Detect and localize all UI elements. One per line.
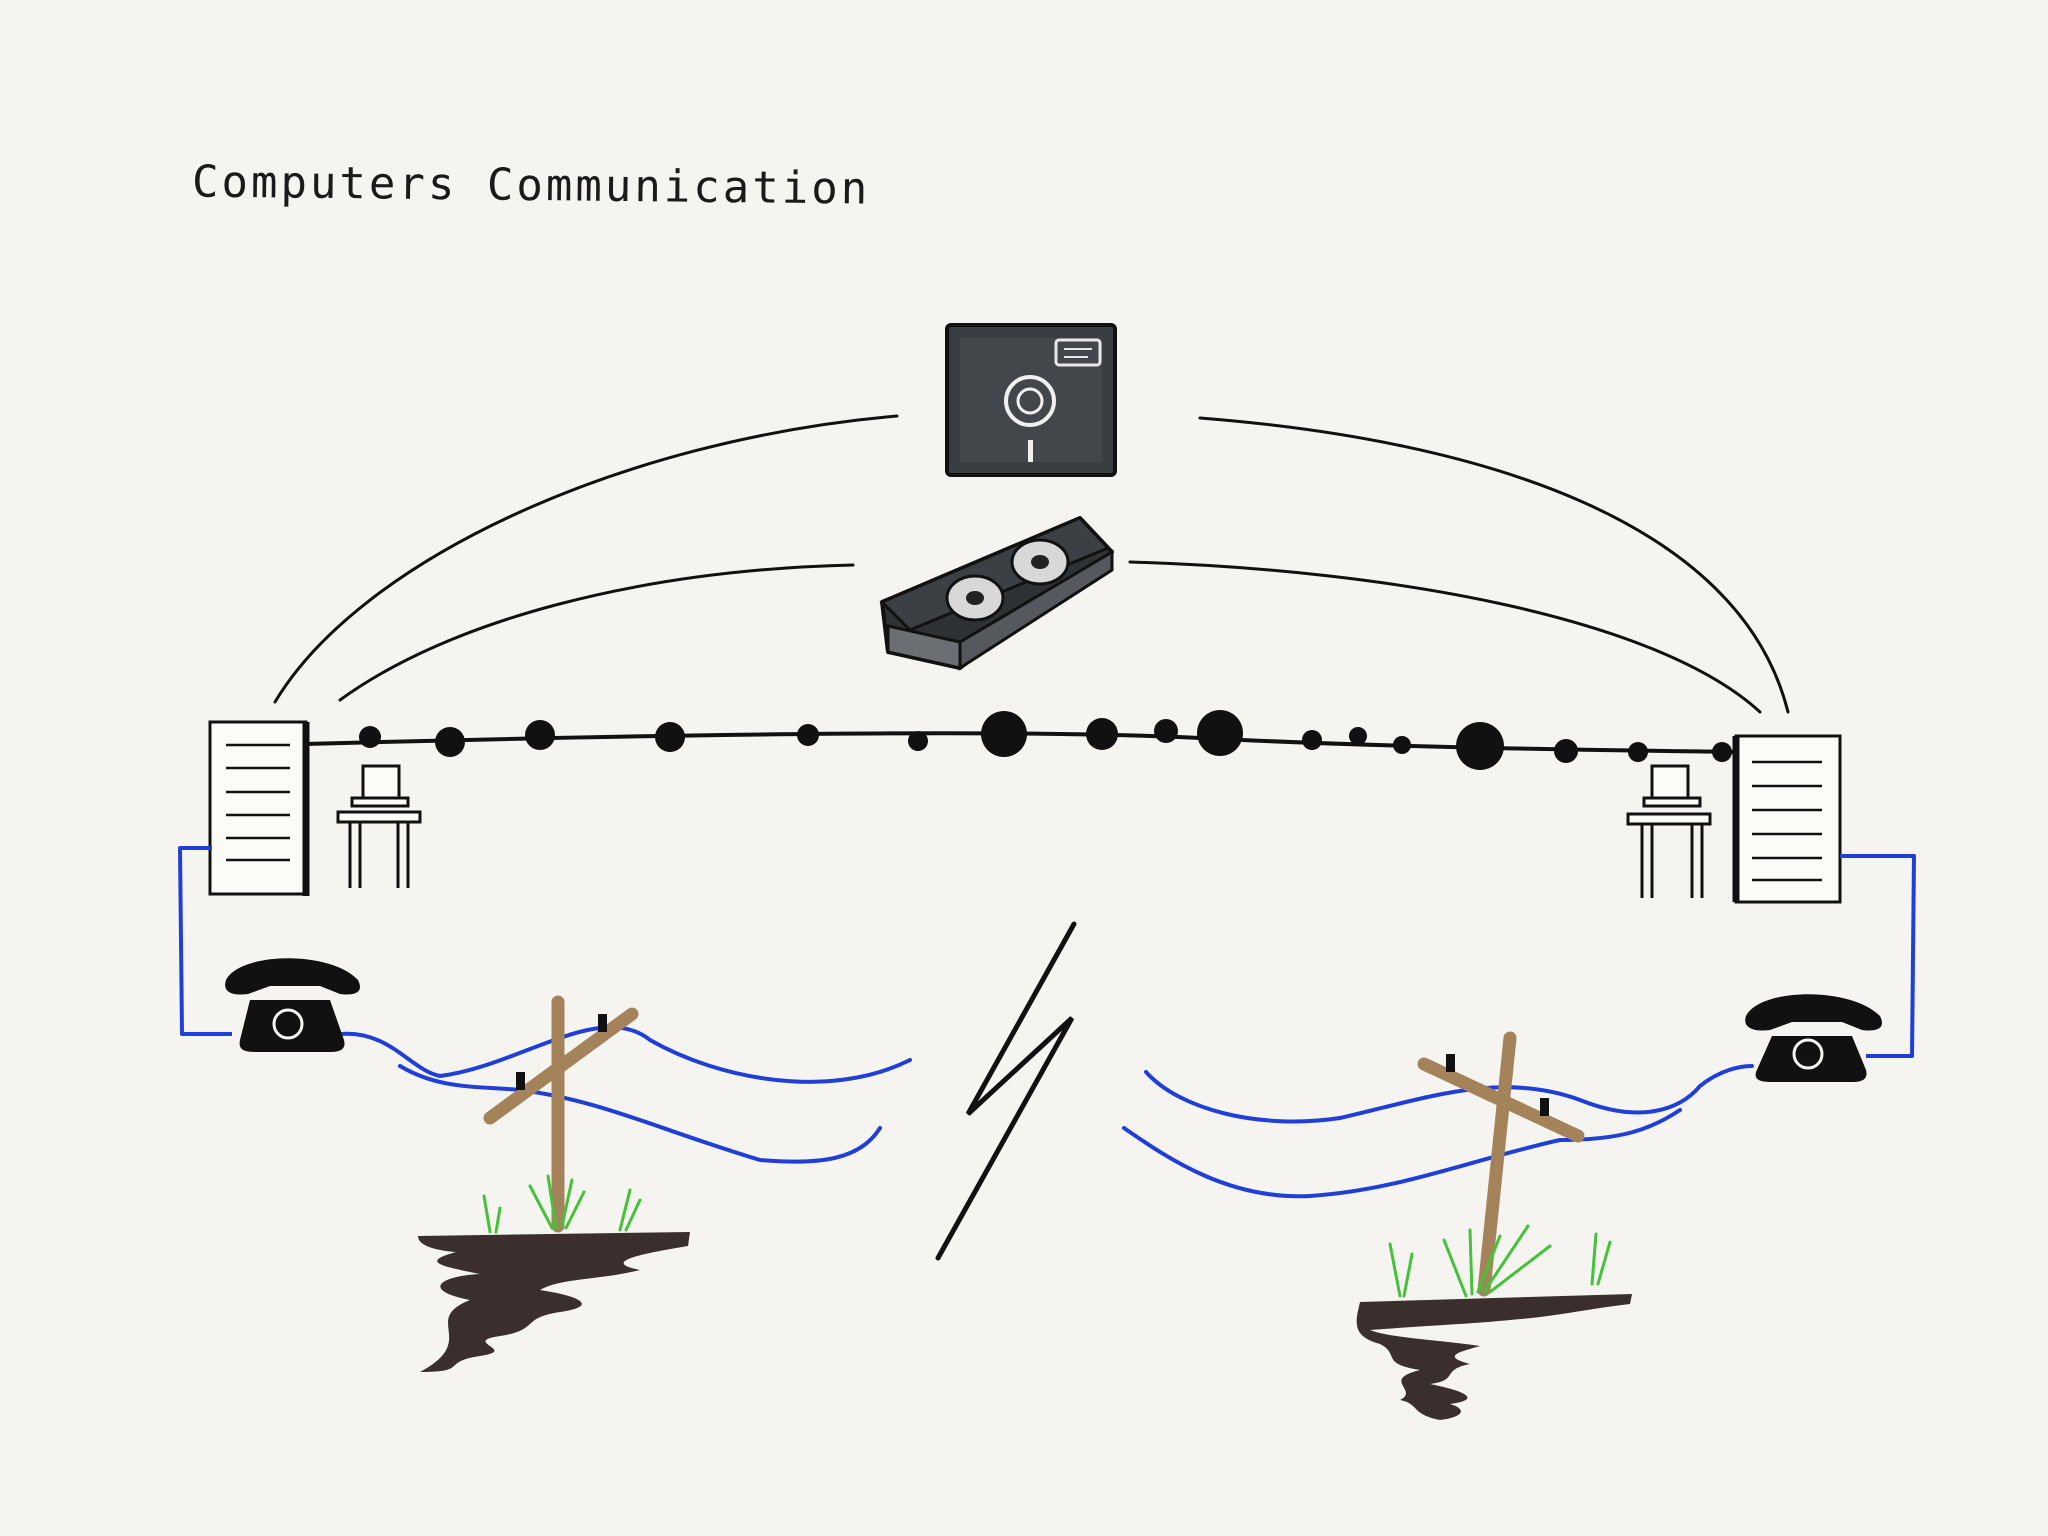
data-bit-bead bbox=[525, 720, 555, 750]
phone-cables bbox=[178, 846, 1916, 1058]
cable-right bbox=[1840, 854, 1916, 1058]
server-tower-right-icon bbox=[1732, 734, 1842, 904]
data-bit-bead bbox=[797, 724, 819, 746]
data-bit-bead bbox=[1349, 727, 1367, 745]
lightning-break-icon bbox=[935, 921, 1077, 1261]
wire-left-lower bbox=[398, 1064, 882, 1164]
data-bit-stream bbox=[304, 710, 1739, 770]
data-bit-bead bbox=[1554, 739, 1578, 763]
computer-desk-left-icon bbox=[336, 764, 422, 888]
data-bit-bead bbox=[908, 731, 928, 751]
rotary-telephone-right-icon bbox=[1745, 994, 1882, 1082]
wire-left-upper bbox=[338, 1025, 912, 1084]
data-bit-bead bbox=[1712, 742, 1732, 762]
tape-arc-right bbox=[1128, 560, 1762, 714]
utility-pole-right-icon bbox=[1417, 1031, 1585, 1297]
data-bit-bead bbox=[1456, 722, 1504, 770]
telephone-wires bbox=[338, 1025, 1754, 1199]
cable-left bbox=[178, 846, 232, 1036]
data-bit-bead bbox=[1628, 742, 1648, 762]
utility-pole-left-icon bbox=[483, 995, 639, 1233]
data-bit-bead bbox=[1154, 719, 1178, 743]
transfer-arcs bbox=[273, 414, 1790, 714]
data-bit-bead bbox=[1197, 710, 1243, 756]
data-bit-bead bbox=[1086, 718, 1118, 750]
floppy-disk-icon bbox=[945, 323, 1117, 477]
computer-desk-right-icon bbox=[1626, 764, 1712, 898]
floppy-arc-left bbox=[273, 414, 899, 704]
ground-patch-left-icon bbox=[418, 1174, 690, 1372]
wire-right-lower bbox=[1122, 1108, 1682, 1199]
tape-cassette-icon bbox=[879, 516, 1114, 671]
wire-right-upper bbox=[1144, 1064, 1754, 1124]
data-bit-bead bbox=[359, 726, 381, 748]
rotary-telephone-left-icon bbox=[225, 958, 360, 1052]
ground-patch-right-icon bbox=[1356, 1224, 1632, 1420]
data-bit-bead bbox=[1393, 736, 1411, 754]
data-bit-bead bbox=[435, 727, 465, 757]
data-bit-bead bbox=[981, 711, 1027, 757]
data-bit-bead bbox=[655, 722, 685, 752]
server-tower-left-icon bbox=[208, 720, 310, 896]
tape-arc-left bbox=[338, 563, 855, 702]
floppy-arc-right bbox=[1198, 416, 1790, 714]
data-bit-bead bbox=[1302, 730, 1322, 750]
